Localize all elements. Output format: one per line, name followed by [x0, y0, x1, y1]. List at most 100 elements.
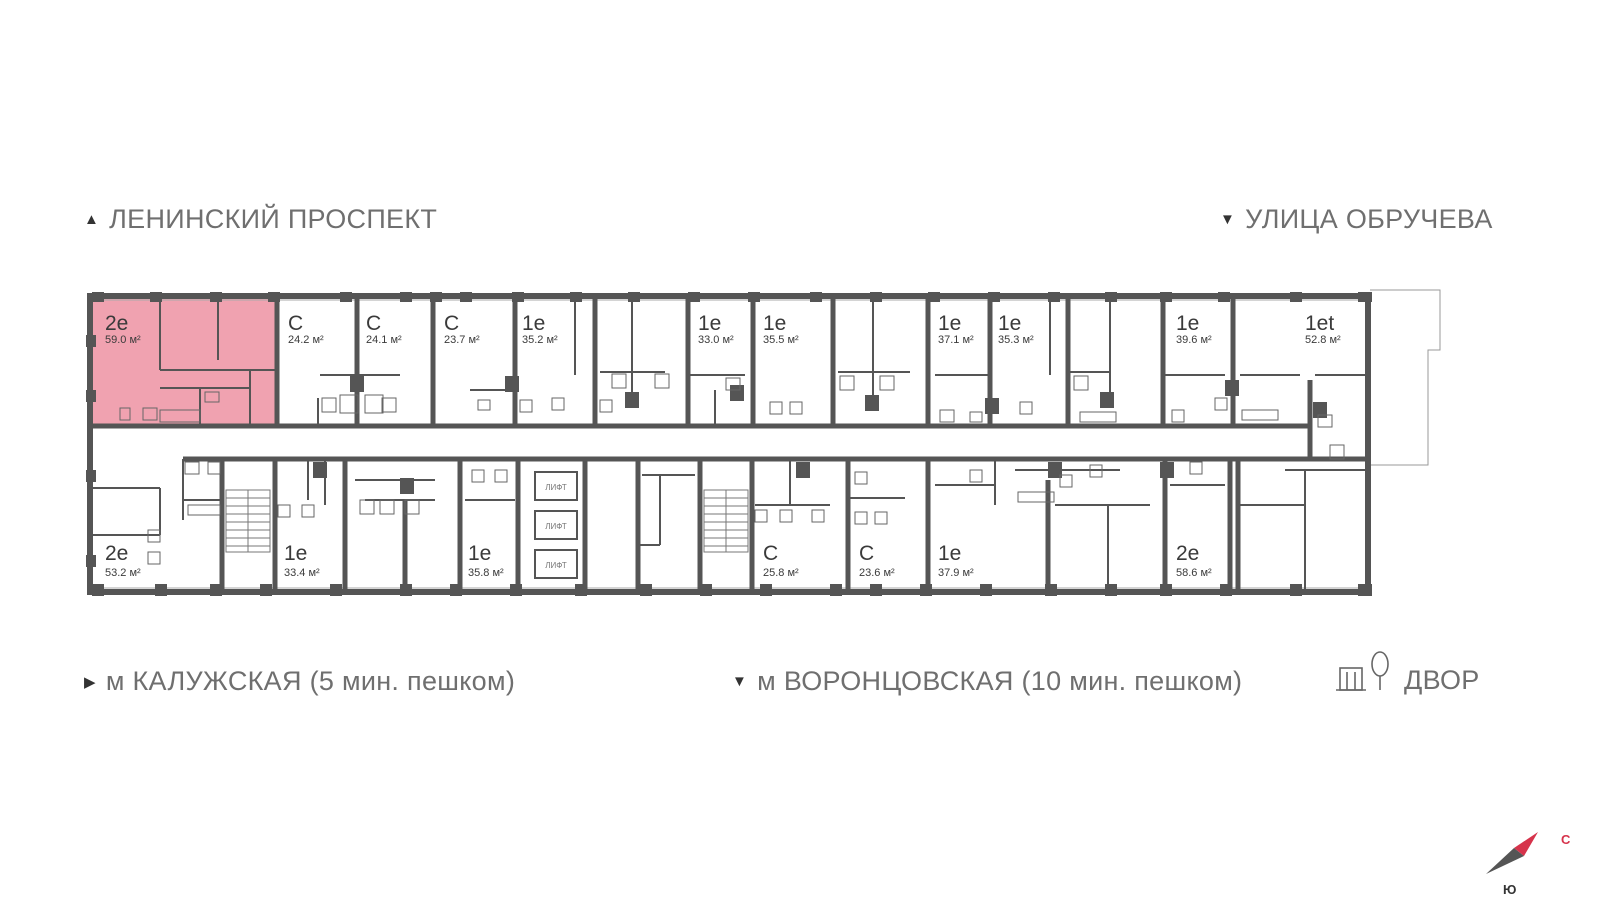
compass-south-label: Ю — [1503, 882, 1517, 897]
wall-pillar — [400, 584, 412, 596]
street-name-leninsky: ЛЕНИНСКИЙ ПРОСПЕКТ — [109, 204, 438, 234]
fixture-outline — [477, 399, 491, 411]
wall-pillar — [210, 584, 222, 596]
unit-type-top[interactable]: 2e — [105, 312, 128, 335]
highlighted-apartment[interactable] — [93, 298, 277, 425]
unit-type-top[interactable]: С — [444, 312, 459, 335]
unit-area-top: 24.2 м² — [288, 334, 324, 346]
wall-pillar — [86, 470, 96, 482]
staircase-left — [225, 489, 271, 553]
fixture-outline — [811, 509, 825, 523]
fixture-outline — [969, 469, 983, 483]
wall-pillar — [640, 584, 652, 596]
lift-shafts — [534, 471, 578, 579]
wall-pillar — [865, 395, 879, 411]
fixture-outline — [1189, 461, 1203, 475]
fixture-outline — [599, 399, 613, 413]
fixture-outline — [1329, 444, 1345, 460]
unit-type-bottom[interactable]: 2e — [1176, 542, 1199, 565]
wall-pillar — [700, 584, 712, 596]
wall-pillar — [92, 292, 104, 302]
wall-pillar — [400, 478, 414, 494]
unit-area-bottom: 33.4 м² — [284, 567, 320, 579]
wall-pillar — [1218, 292, 1230, 302]
fixture-outline — [854, 471, 868, 485]
fixture-outline — [1059, 474, 1073, 488]
wall-pillar — [1220, 584, 1232, 596]
unit-area-top: 33.0 м² — [698, 334, 734, 346]
bathroom-fixtures — [119, 373, 1345, 565]
unit-area-top: 35.2 м² — [522, 334, 558, 346]
wall-pillars — [86, 292, 1372, 596]
unit-type-bottom[interactable]: 2e — [105, 542, 128, 565]
wall-pillar — [988, 292, 1000, 302]
unit-type-top[interactable]: 1e — [938, 312, 961, 335]
fixture-outline — [207, 461, 221, 475]
wall-pillar — [350, 376, 364, 392]
top-interior-walls — [159, 298, 1365, 426]
unit-area-bottom: 37.9 м² — [938, 567, 974, 579]
unit-type-bottom[interactable]: 1e — [468, 542, 491, 565]
unit-type-top[interactable]: 1e — [698, 312, 721, 335]
wall-pillar — [748, 292, 760, 302]
unit-type-bottom[interactable]: 1e — [938, 542, 961, 565]
unit-type-top[interactable]: 1e — [522, 312, 545, 335]
wall-pillar — [150, 292, 162, 302]
arrow-up-icon: ▲ — [84, 211, 100, 228]
arrow-down-icon: ▼ — [732, 673, 748, 690]
fixture-outline — [839, 375, 855, 391]
unit-type-top[interactable]: 1et — [1305, 312, 1334, 335]
fixture-outline — [1017, 491, 1055, 503]
unit-area-top: 23.7 м² — [444, 334, 480, 346]
fixture-outline — [1171, 409, 1185, 423]
unit-area-top: 35.5 м² — [763, 334, 799, 346]
wall-pillar — [1045, 584, 1057, 596]
fixture-outline — [551, 397, 565, 411]
unit-type-top[interactable]: 1e — [1176, 312, 1199, 335]
units-bottom-row: 2e 53.2 м² 1e 33.4 м² 1e 35.8 м² С 25.8 … — [105, 542, 1212, 579]
fixture-outline — [1019, 401, 1033, 415]
unit-type-bottom[interactable]: 1e — [284, 542, 307, 565]
wall-pillar — [340, 292, 352, 302]
unit-type-bottom[interactable]: С — [763, 542, 778, 565]
bottom-partitions — [219, 459, 1241, 590]
unit-area-bottom: 25.8 м² — [763, 567, 799, 579]
fixture-outline — [789, 401, 803, 415]
wall-pillar — [1358, 584, 1370, 596]
fixture-outline — [969, 411, 983, 423]
unit-type-top[interactable]: 1e — [763, 312, 786, 335]
corridor-walls — [93, 423, 1365, 462]
fixture-outline — [381, 397, 397, 413]
fixture-outline — [654, 373, 670, 389]
fixture-outline — [359, 499, 375, 515]
unit-type-bottom[interactable]: С — [859, 542, 874, 565]
unit-type-top[interactable]: 1e — [998, 312, 1021, 335]
wall-pillar — [260, 584, 272, 596]
wall-pillar — [1290, 584, 1302, 596]
fixture-outline — [1089, 464, 1103, 478]
metro-name-kaluzhskaya: м КАЛУЖСКАЯ (5 мин. пешком) — [105, 666, 516, 696]
wall-pillar — [730, 385, 744, 401]
courtyard-label: ДВОР — [1336, 650, 1480, 696]
unit-area-bottom: 23.6 м² — [859, 567, 895, 579]
unit-area-top: 35.3 м² — [998, 334, 1034, 346]
wall-pillar — [86, 390, 96, 402]
wall-pillar — [268, 292, 280, 302]
lift-label-1: ЛИФТ — [545, 483, 567, 492]
unit-type-top[interactable]: С — [288, 312, 303, 335]
units-top-row: 2e 59.0 м² С 24.2 м² С 24.1 м² С 23.7 м²… — [105, 312, 1341, 346]
compass-arrow-icon — [1486, 832, 1538, 874]
wall-pillar — [400, 292, 412, 302]
unit-area-top: 39.6 м² — [1176, 334, 1212, 346]
metro-name-vorontsovskaya: м ВОРОНЦОВСКАЯ (10 мин. пешком) — [757, 666, 1243, 696]
street-label-top-right: ▼ УЛИЦА ОБРУЧЕВА — [1220, 204, 1493, 235]
wall-pillar — [1048, 292, 1060, 302]
fixture-outline — [379, 499, 395, 515]
wall-pillar — [505, 376, 519, 392]
wall-pillar — [830, 584, 842, 596]
unit-type-top[interactable]: С — [366, 312, 381, 335]
fixture-outline — [119, 407, 131, 421]
courtyard-icon — [1336, 651, 1389, 691]
wall-pillar — [1225, 380, 1239, 396]
